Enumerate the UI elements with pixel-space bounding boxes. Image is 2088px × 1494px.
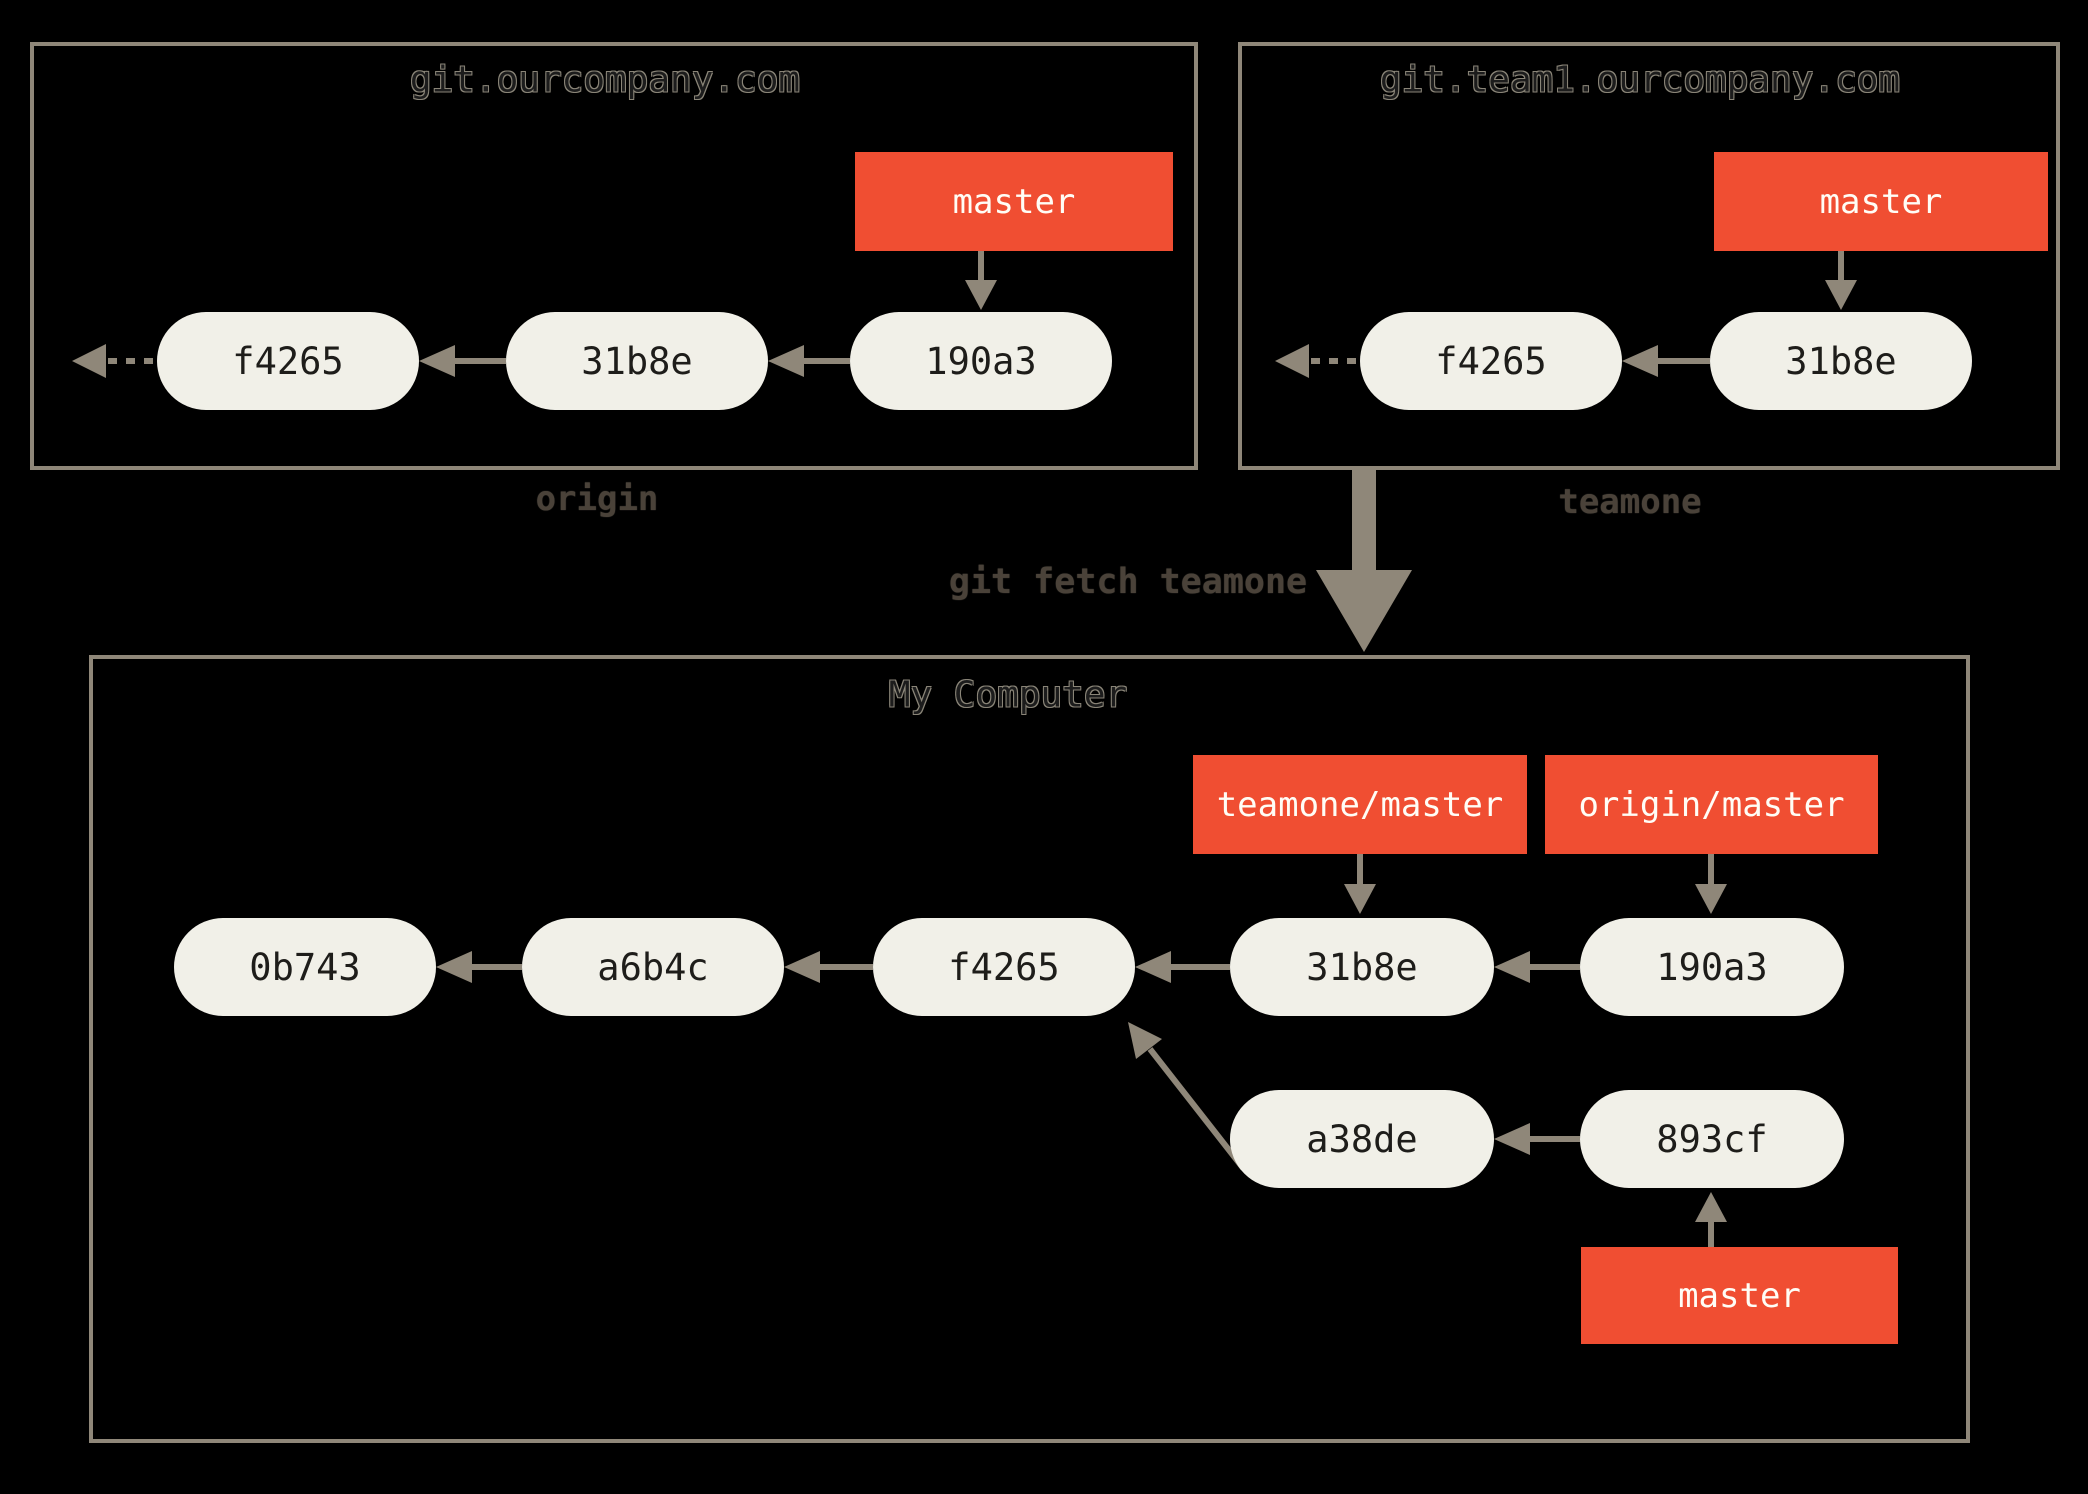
commit-id: f4265 xyxy=(948,945,1060,989)
commit-node: 31b8e xyxy=(1710,312,1972,410)
remote-teamone-title: git.team1.ourcompany.com xyxy=(1379,59,1901,101)
commit-node: 0b743 xyxy=(174,918,436,1016)
remote-tracking-label-teamone-master: teamone/master xyxy=(1193,755,1527,854)
remote-tracking-label-text: teamone/master xyxy=(1216,784,1504,825)
commit-node: f4265 xyxy=(1360,312,1622,410)
commit-id: 31b8e xyxy=(1306,945,1418,989)
fetch-command-label: git fetch teamone xyxy=(948,562,1308,602)
commit-id: f4265 xyxy=(232,339,344,383)
commit-node: 190a3 xyxy=(850,312,1112,410)
remote-origin-title: git.ourcompany.com xyxy=(409,59,801,101)
commit-id: 190a3 xyxy=(1656,945,1768,989)
fetch-arrow-icon xyxy=(1316,469,1412,652)
branch-label-text: master xyxy=(1819,181,1943,222)
commit-id: f4265 xyxy=(1435,339,1547,383)
remote-tracking-label-origin-master: origin/master xyxy=(1545,755,1878,854)
remote-origin-box xyxy=(30,42,1198,470)
remote-teamone-caption: teamone xyxy=(1558,482,1702,522)
commit-id: 893cf xyxy=(1656,1117,1768,1161)
commit-node: 190a3 xyxy=(1580,918,1844,1016)
commit-node: a38de xyxy=(1230,1090,1494,1188)
remote-teamone-box xyxy=(1238,42,2060,470)
commit-node: 31b8e xyxy=(1230,918,1494,1016)
branch-label-master: master xyxy=(855,152,1173,251)
commit-node: 893cf xyxy=(1580,1090,1844,1188)
commit-id: a6b4c xyxy=(597,945,709,989)
commit-node: 31b8e xyxy=(506,312,768,410)
remote-tracking-label-text: origin/master xyxy=(1578,784,1845,825)
commit-id: 190a3 xyxy=(925,339,1037,383)
commit-node: f4265 xyxy=(873,918,1135,1016)
remote-origin-caption: origin xyxy=(535,479,659,519)
branch-label-text: master xyxy=(1678,1275,1801,1316)
commit-id: 31b8e xyxy=(581,339,693,383)
branch-label-master: master xyxy=(1581,1247,1898,1344)
branch-label-master: master xyxy=(1714,152,2048,251)
local-computer-title: My Computer xyxy=(888,674,1128,716)
commit-node: f4265 xyxy=(157,312,419,410)
local-computer-box xyxy=(89,655,1970,1443)
branch-label-text: master xyxy=(952,181,1076,222)
commit-id: a38de xyxy=(1306,1117,1418,1161)
commit-node: a6b4c xyxy=(522,918,784,1016)
commit-id: 0b743 xyxy=(249,945,361,989)
commit-id: 31b8e xyxy=(1785,339,1897,383)
